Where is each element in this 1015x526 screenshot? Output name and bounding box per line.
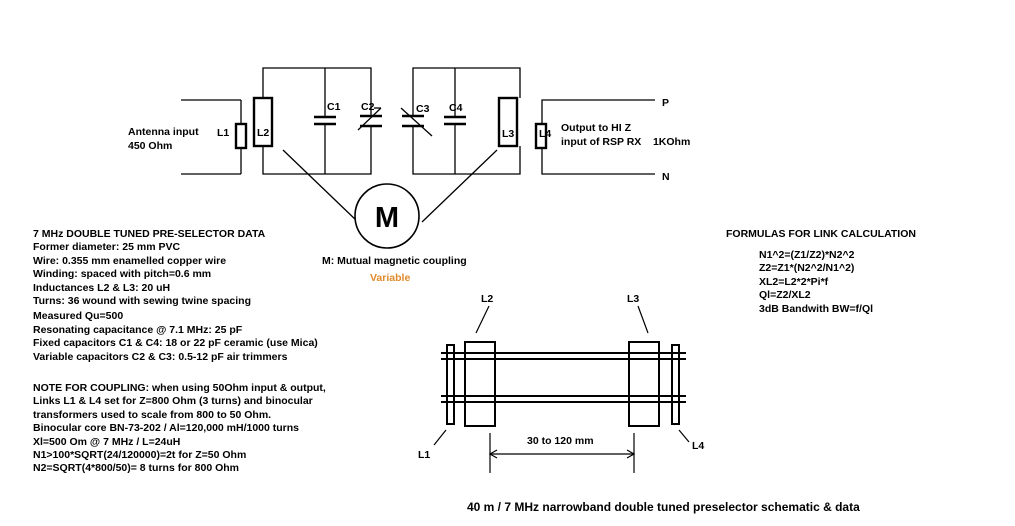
coupling-note-block: NOTE FOR COUPLING: when using 50Ohm inpu… (33, 382, 326, 476)
coupling-line-right (421, 149, 498, 223)
formulas-title: FORMULAS FOR LINK CALCULATION (726, 228, 916, 240)
antenna-label-line: Antenna input (128, 126, 199, 138)
l1-coil-symbol (234, 122, 248, 150)
dimension-arrow-left (488, 449, 498, 459)
data-line: Variable capacitors C2 & C3: 0.5-12 pF a… (33, 350, 288, 363)
data-line: Turns: 36 wound with sewing twine spacin… (33, 295, 251, 308)
schematic-label-l3: L3 (502, 128, 514, 140)
data-line: Winding: spaced with pitch=0.6 mm (33, 268, 212, 281)
data-line: Former diameter: 25 mm PVC (33, 241, 181, 254)
mech-label-l1: L1 (418, 449, 430, 461)
l4-coil-symbol (534, 122, 548, 150)
l3-coil-symbol (497, 96, 519, 148)
coupling-line: N1>100*SQRT(24/120000)=2t for Z=50 Ohm (33, 449, 247, 462)
mech-l4-leader (678, 429, 690, 443)
formula-line: 3dB Bandwith BW=f/Ql (759, 302, 874, 315)
data-line: Inductances L2 & L3: 20 uH (33, 281, 171, 294)
mutual-coupling-symbol: M (375, 202, 399, 234)
coupling-line: Binocular core BN-73-202 / Al=120,000 mH… (33, 422, 300, 435)
terminal-label-n: N (662, 171, 670, 183)
schematic-label-l4: L4 (539, 128, 551, 140)
mech-l3-coil (628, 341, 660, 427)
schematic-label-c3: C3 (416, 103, 430, 115)
schematic-label-c4: C4 (449, 102, 463, 114)
formulas-block: N1^2=(Z1/Z2)*N2^2 Z2=Z1*(N2^2/N1^2) XL2=… (759, 249, 873, 316)
left-tank-top-wire (262, 67, 372, 116)
antenna-label-line: 450 Ohm (128, 139, 173, 152)
formula-line: N1^2=(Z1/Z2)*N2^2 (759, 249, 855, 261)
mech-label-l3: L3 (627, 293, 639, 305)
output-wire-n (541, 148, 655, 175)
mech-l1-link (446, 344, 455, 425)
schematic-label-l1: L1 (217, 127, 229, 139)
mech-label-l2: L2 (481, 293, 493, 305)
mech-l3-leader (637, 305, 649, 334)
c3-variable-arrow (400, 107, 433, 137)
formula-line: Z2=Z1*(N2^2/N1^2) (759, 262, 855, 275)
mutual-coupling-label: M: Mutual magnetic coupling (322, 255, 467, 267)
schematic-label-c1: C1 (327, 101, 341, 113)
data-line: Resonating capacitance @ 7.1 MHz: 25 pF (33, 323, 243, 336)
data-line: Measured Qu=500 (33, 310, 124, 323)
l2-coil-symbol (252, 96, 274, 148)
mech-l1-leader (433, 429, 447, 446)
data-line: Wire: 0.355 mm enamelled copper wire (33, 254, 227, 267)
coupling-line: transformers used to scale from 800 to 5… (33, 408, 272, 421)
coupling-line: NOTE FOR COUPLING: when using 50Ohm inpu… (33, 382, 326, 394)
schematic-label-c2: C2 (361, 101, 375, 113)
mech-l2-coil (464, 341, 496, 427)
coupling-line: N2=SQRT(4*800/50)= 8 turns for 800 Ohm (33, 462, 239, 475)
variable-label: Variable (370, 272, 411, 284)
output-label-line: input of RSP RX 1KOhm (561, 135, 691, 148)
output-label: Output to HI Z input of RSP RX 1KOhm (561, 122, 690, 149)
data-line: 7 MHz DOUBLE TUNED PRE-SELECTOR DATA (33, 228, 266, 240)
spacing-dimension-label: 30 to 120 mm (527, 435, 594, 447)
coupling-line: Links L1 & L4 set for Z=800 Ohm (3 turns… (33, 395, 313, 408)
data-line: Fixed capacitors C1 & C4: 18 or 22 pF ce… (33, 337, 318, 350)
formula-line: XL2=L2*2*Pi*f (759, 275, 829, 288)
output-wire-p (541, 99, 655, 124)
coupling-line-left (282, 149, 359, 223)
left-tank-bottom-wire (262, 126, 372, 175)
formula-line: Ql=Z2/XL2 (759, 289, 811, 302)
diagram-caption: 40 m / 7 MHz narrowband double tuned pre… (467, 500, 860, 514)
mech-l4-link (671, 344, 680, 425)
terminal-label-p: P (662, 97, 669, 109)
mech-l2-leader (475, 305, 490, 334)
mech-label-l4: L4 (692, 440, 704, 452)
right-tank-top-wire (412, 67, 521, 116)
preselector-data-block: 7 MHz DOUBLE TUNED PRE-SELECTOR DATA For… (33, 228, 318, 364)
dimension-arrow-right (626, 449, 636, 459)
schematic-label-l2: L2 (257, 127, 269, 139)
coupling-line: Xl=500 Om @ 7 MHz / L=24uH (33, 435, 181, 448)
mutual-coupling-circle (354, 183, 420, 249)
antenna-input-label: Antenna input 450 Ohm (128, 126, 199, 153)
right-tank-bottom-wire (412, 126, 521, 175)
output-label-line: Output to HI Z (561, 122, 631, 134)
